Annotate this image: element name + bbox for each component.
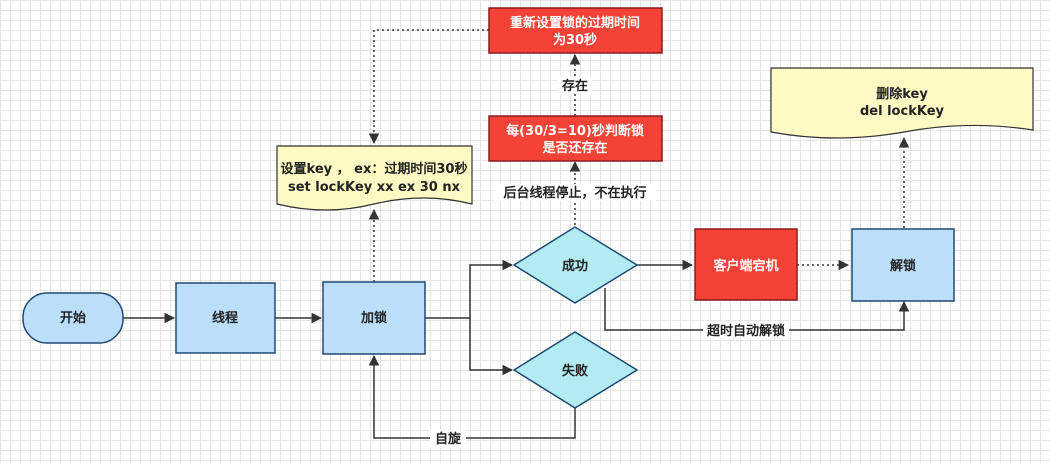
- node-check-lock-exists[interactable]: 每(30/3=10)秒判断锁 是否还存在: [488, 115, 663, 162]
- node-reset-label-line2: 为30秒: [553, 32, 597, 48]
- node-set-key-note[interactable]: 设置key ， ex：过期时间30秒 set lockKey xx ex 30 …: [276, 145, 473, 211]
- node-set-key-line1: 设置key ， ex：过期时间30秒: [281, 161, 468, 177]
- node-check-label-line1: 每(30/3=10)秒判断锁: [506, 123, 644, 139]
- edge-lock-to-fail: [469, 318, 514, 376]
- node-fail[interactable]: 失败: [512, 331, 639, 409]
- node-delete-key-line1: 删除key: [876, 86, 928, 102]
- node-unlock-label: 解锁: [889, 258, 916, 274]
- node-lock[interactable]: 加锁: [322, 281, 426, 355]
- edge-label-exists: 存在: [562, 78, 588, 94]
- node-start[interactable]: 开始: [22, 292, 124, 344]
- edge-label-background-stop: 后台线程停止，不在执行: [503, 185, 646, 201]
- node-set-key-line2: set lockKey xx ex 30 nx: [288, 180, 461, 195]
- edge-reset-to-setkey: [368, 29, 489, 145]
- node-client-crash-label: 客户端宕机: [713, 258, 778, 274]
- edge-label-exists-group: 存在: [558, 77, 592, 94]
- edge-lock-to-success: [425, 259, 514, 319]
- node-thread-label: 线程: [212, 310, 238, 326]
- node-thread[interactable]: 线程: [175, 282, 276, 354]
- node-start-label: 开始: [60, 310, 86, 326]
- node-reset-label-line1: 重新设置锁的过期时间: [510, 15, 640, 31]
- node-success-label: 成功: [562, 258, 588, 274]
- node-delete-key-note[interactable]: 删除key del lockKey: [770, 67, 1034, 139]
- edge-label-spin: 自旋: [435, 431, 462, 447]
- node-reset-expiry[interactable]: 重新设置锁的过期时间 为30秒: [488, 7, 663, 54]
- node-delete-key-line2: del lockKey: [860, 104, 945, 119]
- node-client-crash[interactable]: 客户端宕机: [694, 228, 798, 301]
- edge-label-timeout-unlock-group: 超时自动解锁: [703, 322, 789, 339]
- node-check-label-line2: 是否还存在: [541, 140, 607, 156]
- node-fail-label: 失败: [562, 363, 588, 379]
- edge-label-background-stop-group: 后台线程停止，不在执行: [494, 184, 656, 201]
- node-unlock[interactable]: 解锁: [851, 228, 955, 302]
- edge-label-spin-group: 自旋: [430, 430, 466, 447]
- node-success[interactable]: 成功: [512, 226, 639, 304]
- edge-fail-to-lock-spin: [368, 354, 576, 439]
- edge-label-timeout-unlock: 超时自动解锁: [707, 323, 785, 339]
- node-lock-label: 加锁: [360, 310, 387, 326]
